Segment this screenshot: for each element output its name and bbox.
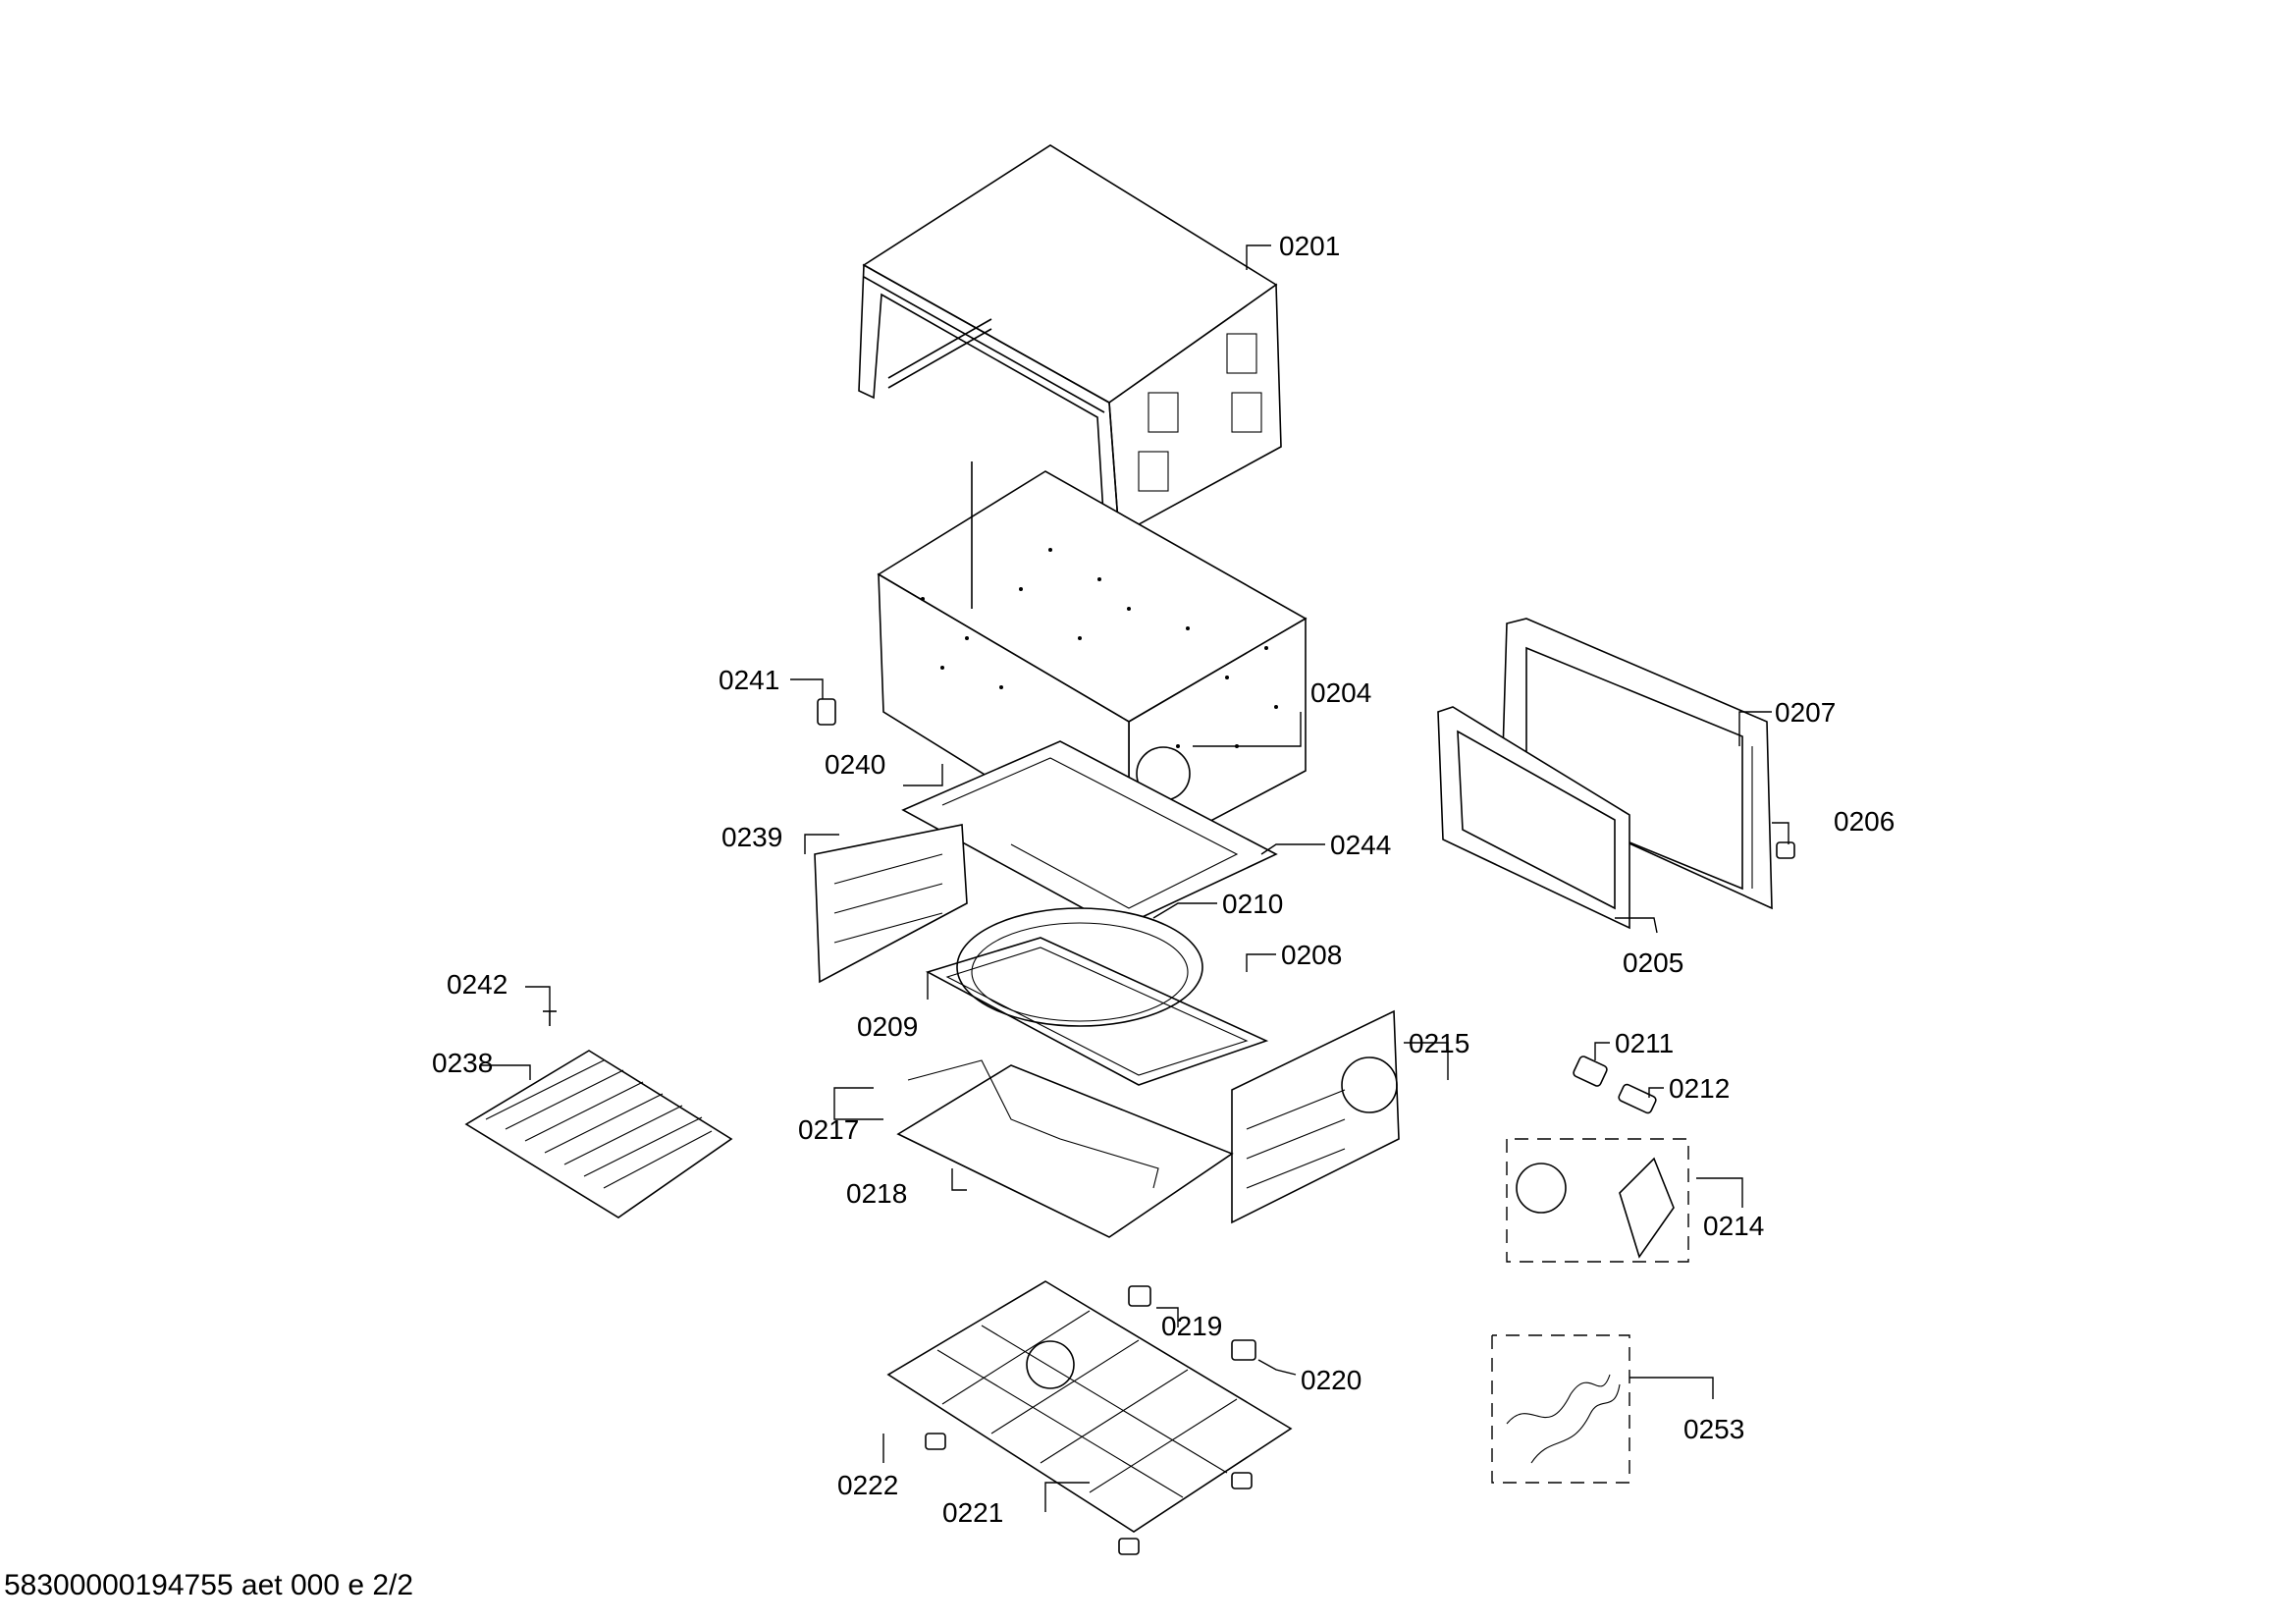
label-0206: 0206 [1834, 806, 1895, 837]
part-0222-feet [925, 1433, 1253, 1555]
part-0240-heater-plate [901, 740, 1278, 929]
part-0242-screw [543, 1010, 557, 1026]
part-0241-clip [817, 698, 836, 726]
label-0215: 0215 [1409, 1028, 1469, 1058]
label-0244: 0244 [1330, 830, 1391, 860]
label-0240: 0240 [825, 749, 885, 780]
part-0221-base-plate [886, 1280, 1293, 1533]
part-0214-fan-motor-group [1506, 1138, 1689, 1263]
part-0212-lamp [1618, 1083, 1657, 1114]
label-0219: 0219 [1161, 1311, 1222, 1341]
part-0220-relay [1231, 1339, 1256, 1361]
leader-lines [481, 244, 1789, 1512]
part-0215-side-panel [1231, 1009, 1400, 1224]
label-0211: 0211 [1615, 1028, 1674, 1058]
part-0210-round-tray [956, 907, 1203, 1027]
label-0212: 0212 [1669, 1073, 1730, 1104]
label-0205: 0205 [1623, 947, 1683, 978]
label-0209: 0209 [857, 1011, 918, 1042]
part-number-labels: 0201 0204 0205 0206 0207 0208 0209 0210 … [432, 231, 1895, 1528]
part-0253-wiring-harness [1491, 1334, 1630, 1484]
label-0242: 0242 [447, 969, 507, 1000]
label-0239: 0239 [721, 822, 782, 852]
label-0208: 0208 [1281, 940, 1342, 970]
part-0206-connector [1776, 841, 1795, 859]
label-0217: 0217 [798, 1114, 859, 1145]
label-0238: 0238 [432, 1048, 493, 1078]
part-0201-outer-housing [858, 144, 1282, 537]
label-0220: 0220 [1301, 1365, 1362, 1395]
document-footer-id: 58300000194755 aet 000 e 2/2 [4, 1569, 414, 1601]
part-0239-side-panel [814, 824, 968, 984]
label-0253: 0253 [1683, 1414, 1744, 1444]
label-0201: 0201 [1279, 231, 1340, 261]
part-0211-lamp-holder [1573, 1056, 1608, 1087]
part-0205-inner-door [1437, 706, 1630, 930]
label-0221: 0221 [942, 1497, 1003, 1528]
label-0204: 0204 [1310, 677, 1371, 708]
part-0208-rack-frame [925, 937, 1269, 1086]
label-0222: 0222 [837, 1470, 898, 1500]
part-0219-thermostat [1128, 1285, 1151, 1307]
part-0238-wire-grill [464, 1050, 733, 1218]
label-0241: 0241 [719, 665, 779, 695]
label-0207: 0207 [1775, 697, 1836, 728]
label-0210: 0210 [1222, 889, 1283, 919]
part-0204-insulation [877, 461, 1308, 866]
part-0218-bottom-plate [896, 1059, 1234, 1238]
label-0218: 0218 [846, 1178, 907, 1209]
label-0214: 0214 [1703, 1211, 1764, 1241]
